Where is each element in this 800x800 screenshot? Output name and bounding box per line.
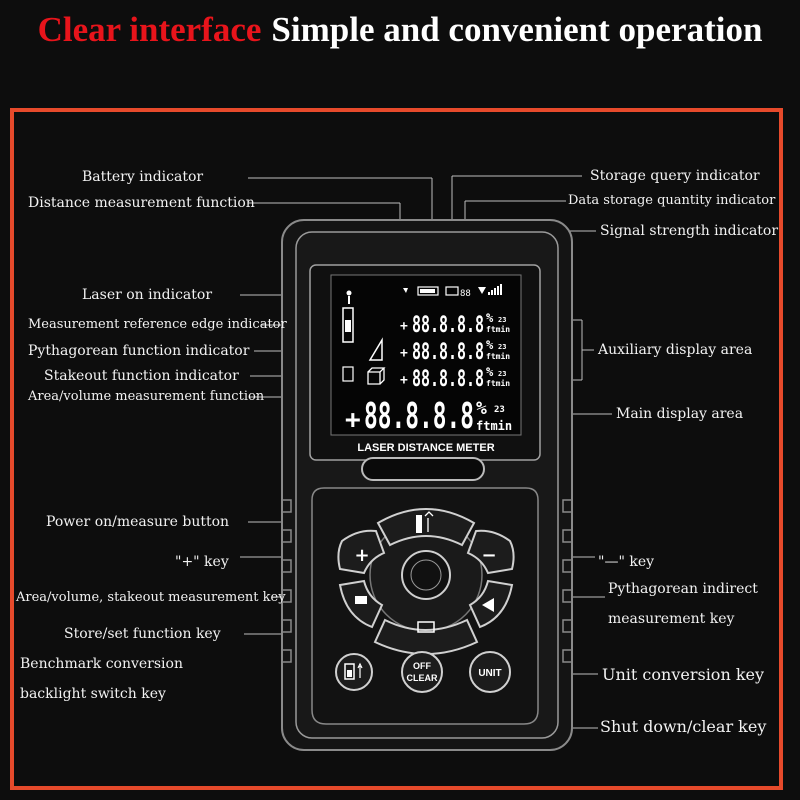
laser-icon <box>346 290 352 296</box>
main-digits: 88.8.8.8 <box>364 396 474 437</box>
off-label: OFF <box>413 661 431 671</box>
label-signal: Signal strength indicator <box>600 223 779 239</box>
aux-unit-2: ftmin <box>486 351 510 361</box>
storage-icon <box>445 286 459 296</box>
measure-center-button[interactable] <box>401 550 451 600</box>
side-grips <box>283 499 571 663</box>
aux-sup-2: 23 <box>498 343 506 351</box>
area-volume-key-icon <box>355 596 367 604</box>
label-plus-key: "+" key <box>175 554 229 570</box>
main-unit: ftmin <box>476 419 512 433</box>
pythagorean-icon <box>368 337 383 361</box>
area-volume-key[interactable] <box>338 579 384 629</box>
off-clear-key[interactable]: OFF CLEAR <box>401 651 443 693</box>
headline-white: Simple and convenient operation <box>271 10 763 49</box>
brand-text: LASER DISTANCE METER <box>357 442 494 454</box>
label-main-area: Main display area <box>616 406 744 422</box>
label-store-key: Store/set function key <box>64 626 221 642</box>
aux-percent-3: % <box>486 365 494 379</box>
signal-bar <box>488 292 490 295</box>
label-benchmark-1: Benchmark conversion <box>20 656 183 672</box>
label-minus-key: "—" key <box>598 554 655 570</box>
minus-key[interactable]: − <box>466 529 515 575</box>
unit-key-label: UNIT <box>478 668 501 679</box>
aux-percent-1: % <box>486 311 494 325</box>
aux-unit-1: ftmin <box>486 324 510 334</box>
label-area: Area/volume measurement function <box>28 389 265 404</box>
aux-unit-3: ftmin <box>486 378 510 388</box>
plus-key-label: + <box>354 545 369 566</box>
aux-sign-2: + <box>400 346 408 361</box>
distance-icon <box>403 288 408 293</box>
pythagorean-key[interactable] <box>468 579 514 629</box>
store-key-icon <box>417 621 435 633</box>
label-battery: Battery indicator <box>82 169 204 185</box>
label-aux-area: Auxiliary display area <box>598 342 753 358</box>
signal-bar <box>491 290 493 295</box>
label-unit-key: Unit conversion key <box>602 665 765 684</box>
minus-key-label: − <box>481 545 496 566</box>
main-sup: 23 <box>494 405 505 415</box>
benchmark-backlight-key[interactable] <box>335 653 373 691</box>
aux-percent-2: % <box>486 338 494 352</box>
label-distance: Distance measurement function <box>28 195 255 211</box>
label-shutdown-key: Shut down/clear key <box>600 717 767 736</box>
label-storage-query: Storage query indicator <box>590 168 760 184</box>
label-benchmark-2: backlight switch key <box>20 686 166 702</box>
aux-sup-3: 23 <box>498 370 506 378</box>
label-pyth-key-2: measurement key <box>608 611 735 627</box>
signal-bar <box>497 286 499 295</box>
label-area-key: Area/volume, stakeout measurement key <box>16 590 286 605</box>
pythagorean-key-icon <box>482 598 494 612</box>
label-pythagorean: Pythagorean function indicator <box>28 343 250 359</box>
headline: Clear interface Simple and convenient op… <box>0 0 800 60</box>
clear-label: CLEAR <box>407 673 438 683</box>
signal-bar <box>494 288 496 295</box>
reference-edge-icon <box>342 307 354 343</box>
signal-antenna-icon <box>478 287 486 294</box>
label-data-storage: Data storage quantity indicator <box>568 193 776 208</box>
main-sign: + <box>345 405 361 435</box>
plus-key[interactable]: + <box>337 529 386 575</box>
store-set-key[interactable] <box>373 618 479 655</box>
storage-count: 88 <box>460 289 471 299</box>
label-laser: Laser on indicator <box>82 287 213 303</box>
stakeout-icon <box>342 366 354 382</box>
aux-digits-3: 88.8.8.8 <box>412 367 484 392</box>
main-percent: % <box>476 398 487 419</box>
battery-icon <box>417 286 439 296</box>
headline-red: Clear interface <box>37 10 262 49</box>
label-reference: Measurement reference edge indicator <box>28 317 287 332</box>
aux-sup-1: 23 <box>498 316 506 324</box>
lcd-status-icons: 88 <box>342 284 502 385</box>
aux-sign-3: + <box>400 373 408 388</box>
orange-frame <box>10 108 783 790</box>
aux-digits-1: 88.8.8.8 <box>412 313 484 338</box>
label-pyth-key-1: Pythagorean indirect <box>608 581 758 597</box>
unit-key[interactable]: UNIT <box>469 651 511 693</box>
label-stakeout: Stakeout function indicator <box>44 368 239 384</box>
signal-bar <box>500 284 502 295</box>
laser-window <box>361 457 485 481</box>
area-volume-icon <box>367 367 386 385</box>
label-power: Power on/measure button <box>46 514 230 530</box>
aux-sign-1: + <box>400 319 408 334</box>
power-measure-key[interactable] <box>376 508 476 547</box>
battery-fill <box>420 289 435 293</box>
aux-digits-2: 88.8.8.8 <box>412 340 484 365</box>
